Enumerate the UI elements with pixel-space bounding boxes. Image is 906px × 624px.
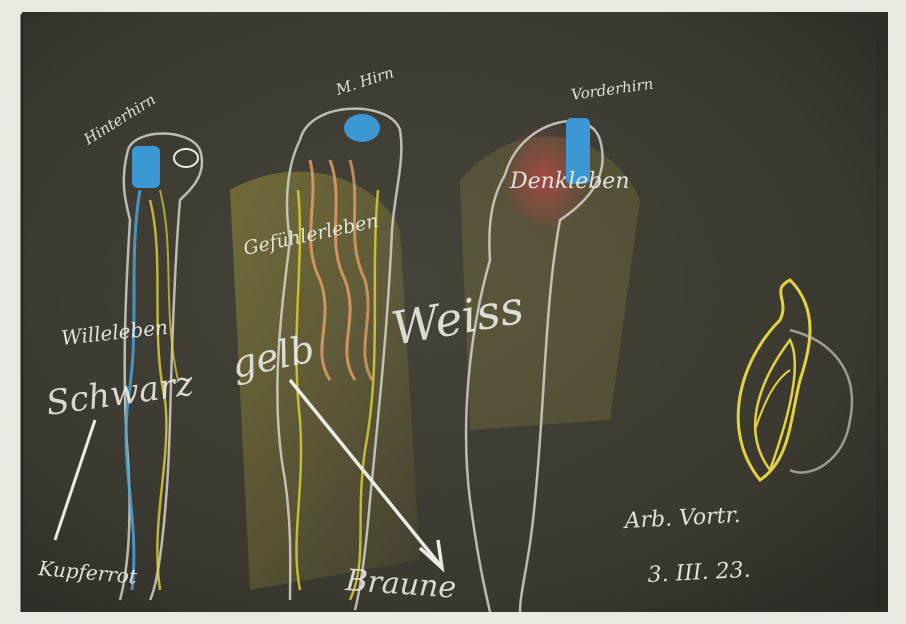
blue-patch-left	[132, 146, 160, 188]
blue-patch-middle	[344, 114, 380, 142]
label-denkerleben: Denkleben	[509, 169, 630, 194]
